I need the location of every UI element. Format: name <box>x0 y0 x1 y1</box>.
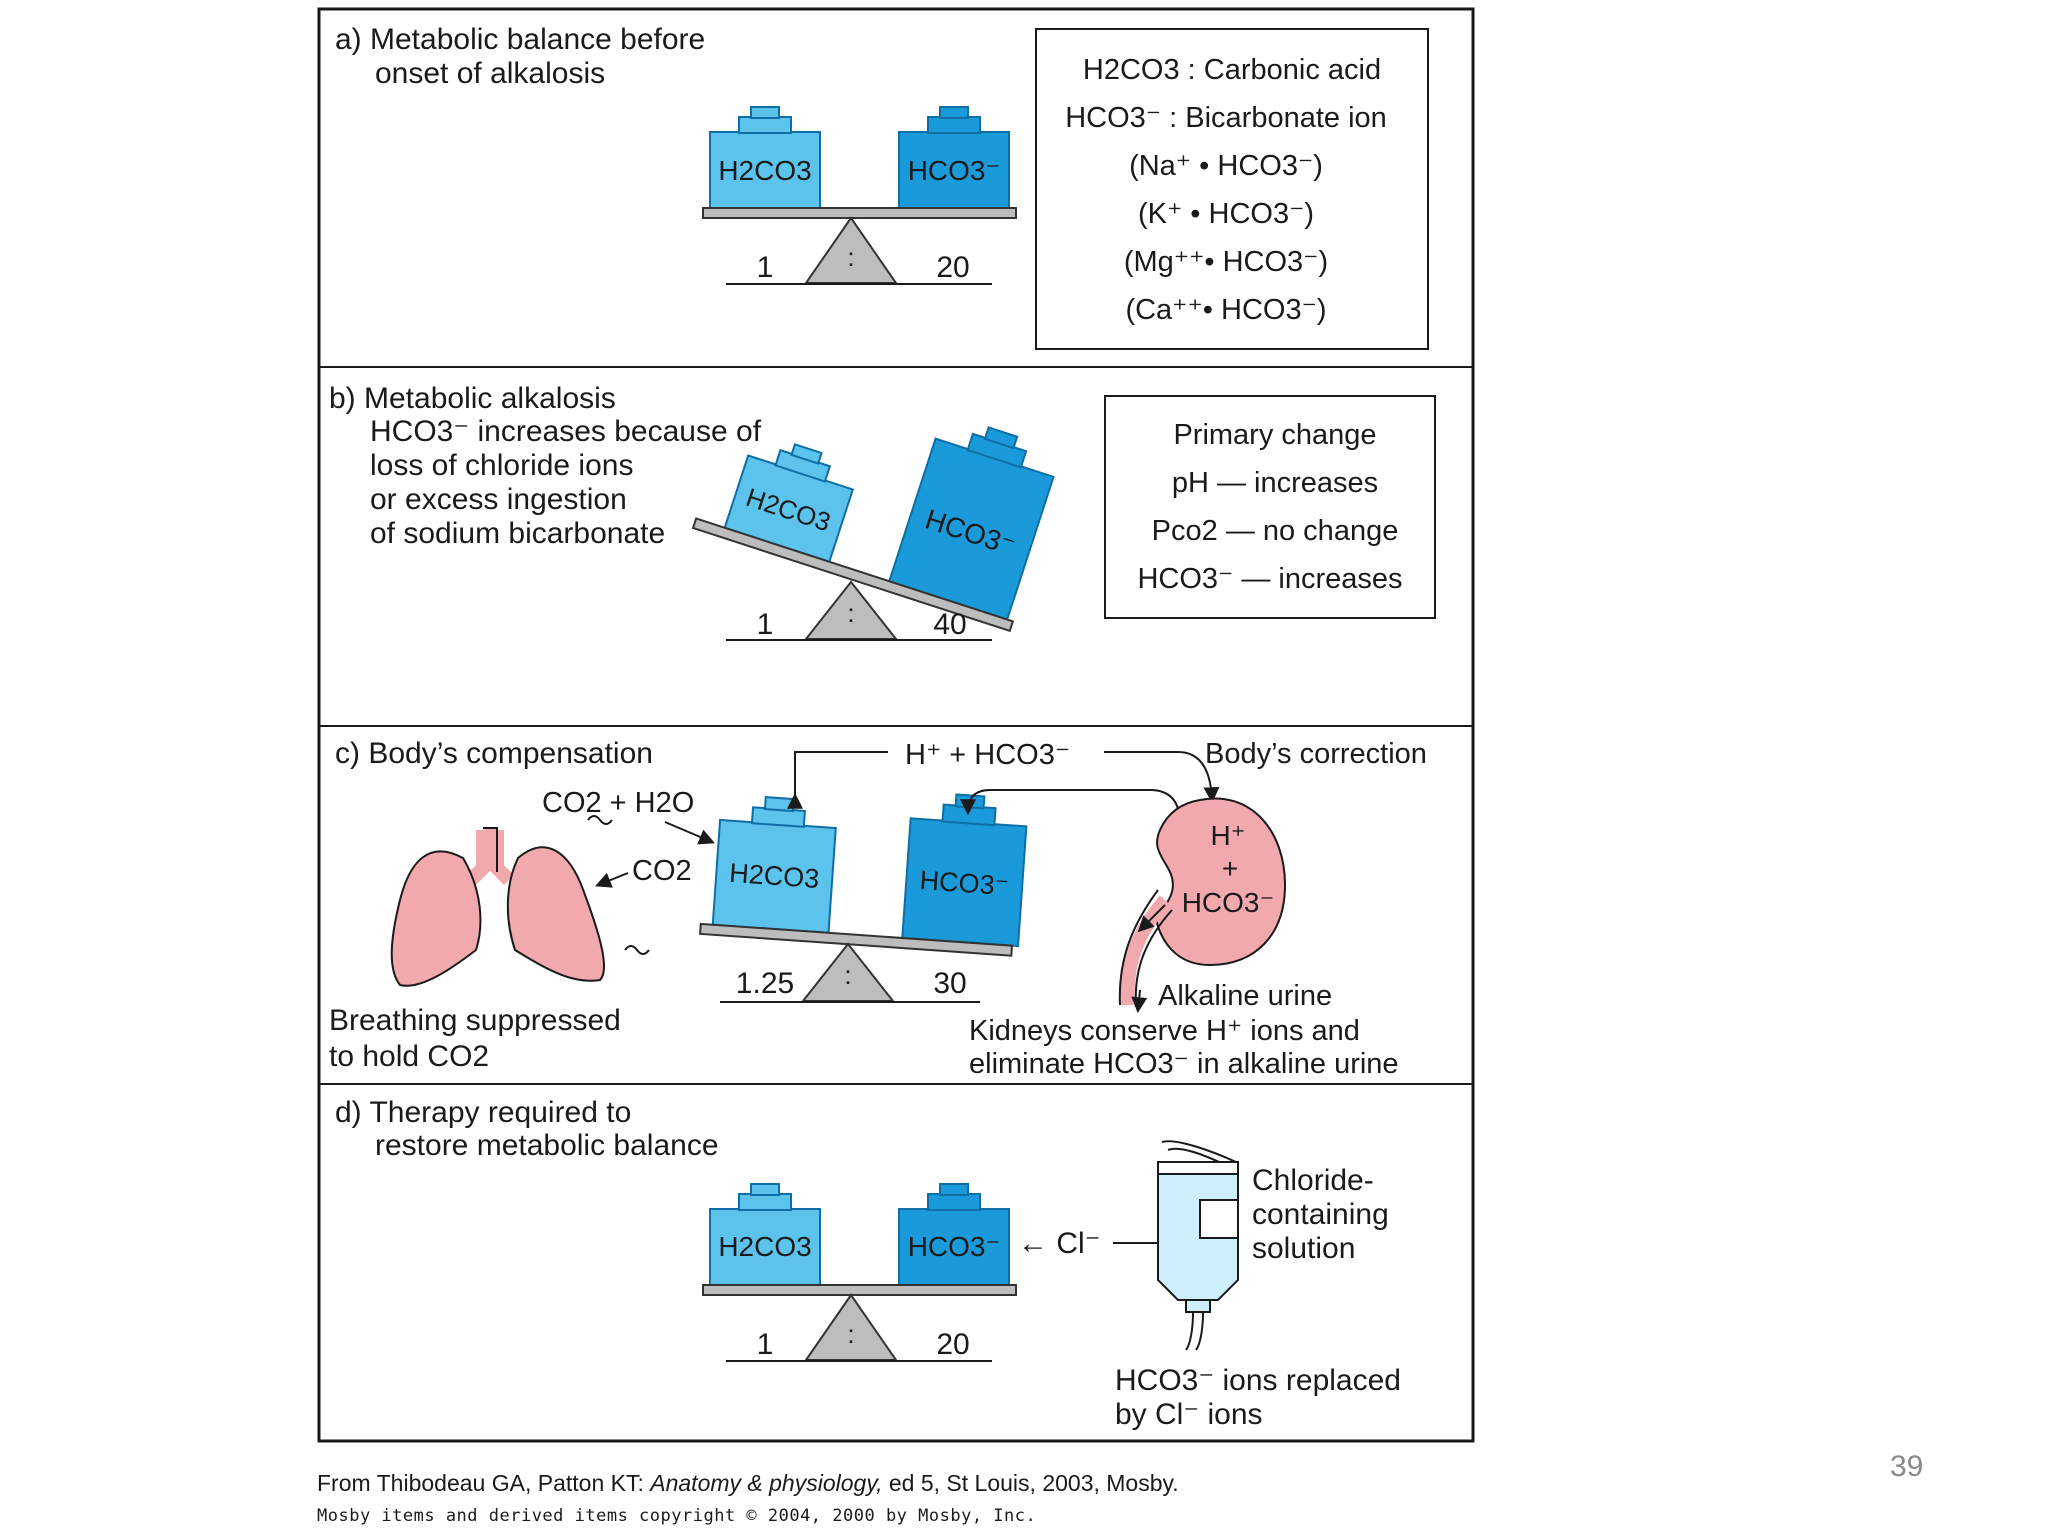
kidney-text-line-1: Kidneys conserve H⁺ ions and <box>969 1015 1360 1047</box>
ratio-right-c: 30 <box>933 967 966 1000</box>
comp-label-hco3: HCO3⁻ <box>919 865 1010 901</box>
compensation-balance-scale-icon: H2CO3 HCO3⁻ : 1.25 30 <box>699 793 1028 1003</box>
citation-book: Anatomy & physiology, <box>650 1470 883 1496</box>
panel-b-line-3: loss of chloride ions <box>370 449 633 482</box>
legend-line-4: (K⁺ • HCO3⁻) <box>1138 198 1314 230</box>
iv-bag-icon <box>1157 1140 1239 1351</box>
legend-line-3: (Na⁺ • HCO3⁻) <box>1129 150 1323 182</box>
tilted-balance-scale-icon: H2CO3 HCO3⁻ : 1 40 <box>691 426 1055 641</box>
ratio-sep: : <box>847 242 854 272</box>
co2-h2o-label: CO2 + H2O <box>542 787 694 819</box>
weight-label-h2co3: H2CO3 <box>718 155 811 186</box>
primary-change-pco2: Pco2 — no change <box>1152 515 1399 547</box>
ratio-left-c: 1.25 <box>736 967 794 1000</box>
panel-b-line-2: HCO3⁻ increases because of <box>370 415 762 448</box>
kidney-plus-label: + <box>1222 853 1238 884</box>
ratio-sep-b: : <box>847 598 854 628</box>
citation-prefix: From Thibodeau GA, Patton KT: <box>317 1470 651 1496</box>
weight-label-hco3: HCO3⁻ <box>908 155 1001 186</box>
primary-change-hco3: HCO3⁻ — increases <box>1137 563 1402 595</box>
lungs-icon <box>390 827 606 987</box>
replaced-line-1: HCO3⁻ ions replaced <box>1115 1364 1401 1397</box>
restored-label-h2co3: H2CO3 <box>718 1231 811 1262</box>
kidney-h-label: H⁺ <box>1211 820 1246 851</box>
citation: From Thibodeau GA, Patton KT: Anatomy & … <box>317 1470 1179 1497</box>
co2-label: CO2 <box>632 855 692 887</box>
ratio-right-d: 20 <box>936 1328 969 1361</box>
comp-label-h2co3: H2CO3 <box>728 858 820 894</box>
kidney-hco3-label: HCO3⁻ <box>1182 887 1275 918</box>
solution-line-2: containing <box>1252 1198 1389 1231</box>
legend-line-6: (Ca⁺⁺• HCO3⁻) <box>1125 294 1326 326</box>
panel-b-line-4: or excess ingestion <box>370 483 627 516</box>
ratio-left: 1 <box>757 251 774 284</box>
panel-a: a) Metabolic balance before onset of alk… <box>335 23 1429 350</box>
legend-line-2: HCO3⁻ : Bicarbonate ion <box>1065 102 1387 134</box>
panel-b-title: b) Metabolic alkalosis <box>329 382 616 415</box>
balance-scale-icon: H2CO3 HCO3⁻ : 1 20 <box>702 106 1017 285</box>
chloride-label: ← Cl⁻ <box>1018 1227 1101 1260</box>
panel-d-title-2: restore metabolic balance <box>375 1129 719 1162</box>
restored-label-hco3: HCO3⁻ <box>908 1231 1001 1262</box>
kidney-icon: H⁺ + HCO3⁻ <box>1118 797 1287 1014</box>
solution-line-3: solution <box>1252 1232 1355 1265</box>
panel-b-line-5: of sodium bicarbonate <box>370 517 665 550</box>
ratio-right-b: 40 <box>933 608 966 641</box>
panel-a-title-2: onset of alkalosis <box>375 57 605 90</box>
breathing-line-2: to hold CO2 <box>329 1040 489 1073</box>
page-number: 39 <box>1890 1450 1924 1483</box>
kidney-text-line-2: eliminate HCO3⁻ in alkaline urine <box>969 1048 1399 1080</box>
legend-line-1: H2CO3 : Carbonic acid <box>1083 54 1381 86</box>
ratio-left-b: 1 <box>757 608 774 641</box>
legend-line-5: (Mg⁺⁺• HCO3⁻) <box>1124 246 1328 278</box>
solution-line-1: Chloride- <box>1252 1164 1374 1197</box>
h-hco3-label: H⁺ + HCO3⁻ <box>905 739 1070 771</box>
breathing-line-1: Breathing suppressed <box>329 1004 621 1037</box>
ratio-left-d: 1 <box>757 1328 774 1361</box>
replaced-line-2: by Cl⁻ ions <box>1115 1398 1263 1431</box>
panel-b: b) Metabolic alkalosis HCO3⁻ increases b… <box>329 382 1436 641</box>
legend-box <box>1035 28 1429 350</box>
panel-c: c) Body’s compensation CO2 + H2O CO2 Bre… <box>329 737 1427 1080</box>
alkaline-urine-label: Alkaline urine <box>1158 980 1332 1012</box>
restored-balance-scale-icon: H2CO3 HCO3⁻ : 1 20 <box>702 1183 1017 1362</box>
panel-c-title: c) Body’s compensation <box>335 737 653 770</box>
ratio-sep-c: : <box>844 960 851 990</box>
panel-d-title: d) Therapy required to <box>335 1096 631 1129</box>
citation-suffix: ed 5, St Louis, 2003, Mosby. <box>882 1470 1179 1496</box>
primary-change-title: Primary change <box>1173 419 1376 451</box>
primary-change-box <box>1104 395 1436 619</box>
copyright-notice: Mosby items and derived items copyright … <box>317 1506 1037 1526</box>
primary-change-ph: pH — increases <box>1172 467 1378 499</box>
ratio-sep-d: : <box>847 1319 854 1349</box>
body-correction-label: Body’s correction <box>1205 738 1427 770</box>
ratio-right: 20 <box>936 251 969 284</box>
panel-a-title: a) Metabolic balance before <box>335 23 705 56</box>
panel-d: d) Therapy required to restore metabolic… <box>335 1096 1401 1431</box>
